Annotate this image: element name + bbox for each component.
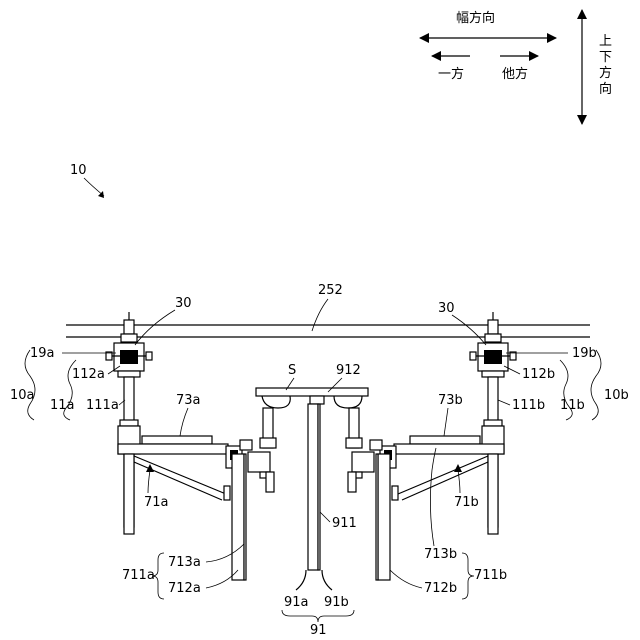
leg-712a [232, 454, 244, 580]
label-10b: 10b [604, 388, 629, 403]
label-712b: 712b [424, 581, 457, 596]
label-S: S [288, 363, 296, 378]
label-713a: 713a [168, 555, 201, 570]
leader-713b [430, 448, 436, 546]
width-direction-label: 幅方向 [456, 10, 495, 26]
label-911: 911 [332, 516, 357, 531]
leg-713a [244, 454, 246, 580]
vertical-label-2: 下 [599, 50, 612, 65]
label-19a: 19a [30, 346, 55, 361]
label-30-right: 30 [438, 301, 455, 316]
vertical-label-1: 上 [599, 34, 612, 49]
leader-71b [458, 470, 460, 493]
label-91: 91 [310, 623, 327, 638]
label-91b: 91b [324, 595, 349, 610]
leader-73a [180, 408, 188, 436]
leader-73b [444, 408, 448, 436]
leader-30-left [135, 310, 175, 345]
label-111a: 111a [86, 398, 119, 413]
other-side-label: 他方 [502, 66, 528, 82]
brace-711a [152, 553, 164, 599]
leader-252 [312, 299, 328, 331]
hanger-left [106, 312, 152, 377]
vertical-label-4: 向 [599, 81, 612, 97]
support-71a [118, 408, 276, 534]
brace-91 [282, 610, 354, 622]
label-712a: 712a [168, 581, 201, 596]
label-912: 912 [336, 363, 361, 378]
leader-911 [320, 512, 330, 522]
label-112a: 112a [72, 367, 105, 382]
label-10a: 10a [10, 388, 35, 403]
label-252: 252 [318, 283, 343, 298]
label-91a: 91a [284, 595, 309, 610]
label-19b: 19b [572, 346, 597, 361]
brace-711b [462, 553, 474, 599]
leader-30-right [452, 315, 486, 345]
label-71a: 71a [144, 495, 169, 510]
vertical-label-3: 方 [599, 65, 612, 81]
leg-712b [378, 454, 390, 580]
label-711b: 711b [474, 568, 507, 583]
label-73b: 73b [438, 393, 463, 408]
label-713b: 713b [424, 547, 457, 562]
label-10: 10 [70, 163, 87, 178]
label-112b: 112b [522, 367, 555, 382]
hanger-right [470, 312, 516, 377]
support-71b [346, 408, 504, 534]
label-30-left: 30 [175, 296, 192, 311]
leader-111b [498, 400, 510, 405]
label-11b: 11b [560, 398, 585, 413]
direction-legend: 幅方向 一方 他方 上 下 方 向 [420, 10, 612, 124]
label-71b: 71b [454, 495, 479, 510]
label-711a: 711a [122, 568, 155, 583]
label-111b: 111b [512, 398, 545, 413]
label-73a: 73a [176, 393, 201, 408]
leader-71a [148, 470, 150, 493]
leader-712b [390, 570, 422, 588]
one-side-label: 一方 [438, 66, 464, 82]
leg-713b [376, 454, 378, 580]
